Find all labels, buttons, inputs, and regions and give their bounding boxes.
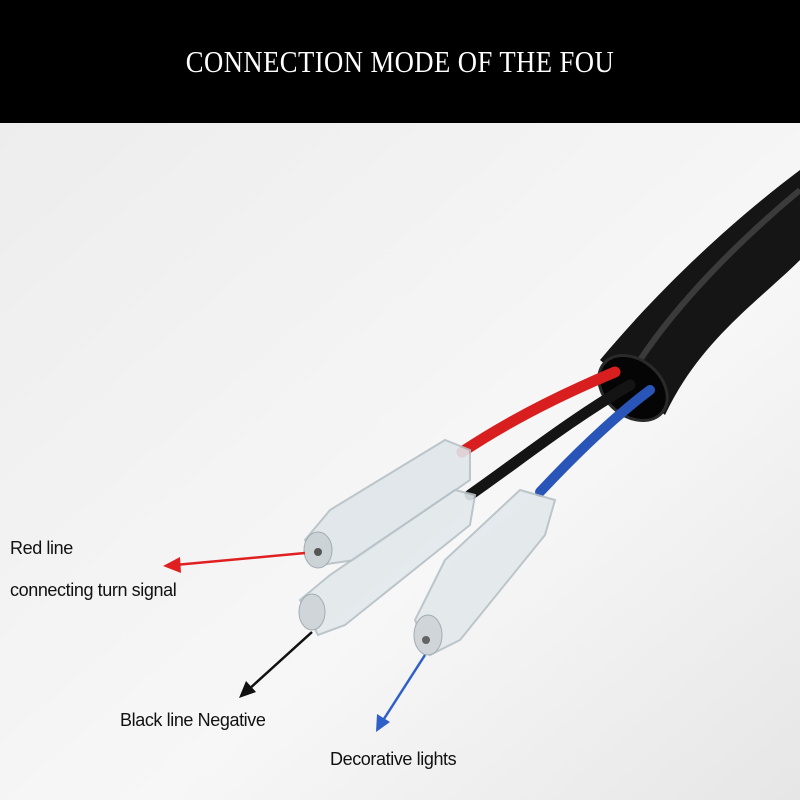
red-arrow <box>163 551 306 573</box>
cable-photo <box>0 123 800 800</box>
black-arrow <box>239 631 313 698</box>
blue-wire <box>535 385 655 497</box>
black-connector <box>298 488 477 637</box>
blue-connector <box>413 488 557 657</box>
red-line-description: connecting turn signal <box>10 580 177 600</box>
blue-arrow <box>376 654 427 732</box>
red-line-label: Red line <box>10 538 73 558</box>
banner-title: CONNECTION MODE OF THE FOU <box>185 44 615 79</box>
black-line-label: Black line Negative <box>120 710 266 730</box>
blue-line-label: Decorative lights <box>330 749 457 769</box>
red-wire <box>456 366 621 458</box>
black-wire <box>464 379 636 501</box>
title-banner: CONNECTION MODE OF THE FOU <box>0 0 800 123</box>
